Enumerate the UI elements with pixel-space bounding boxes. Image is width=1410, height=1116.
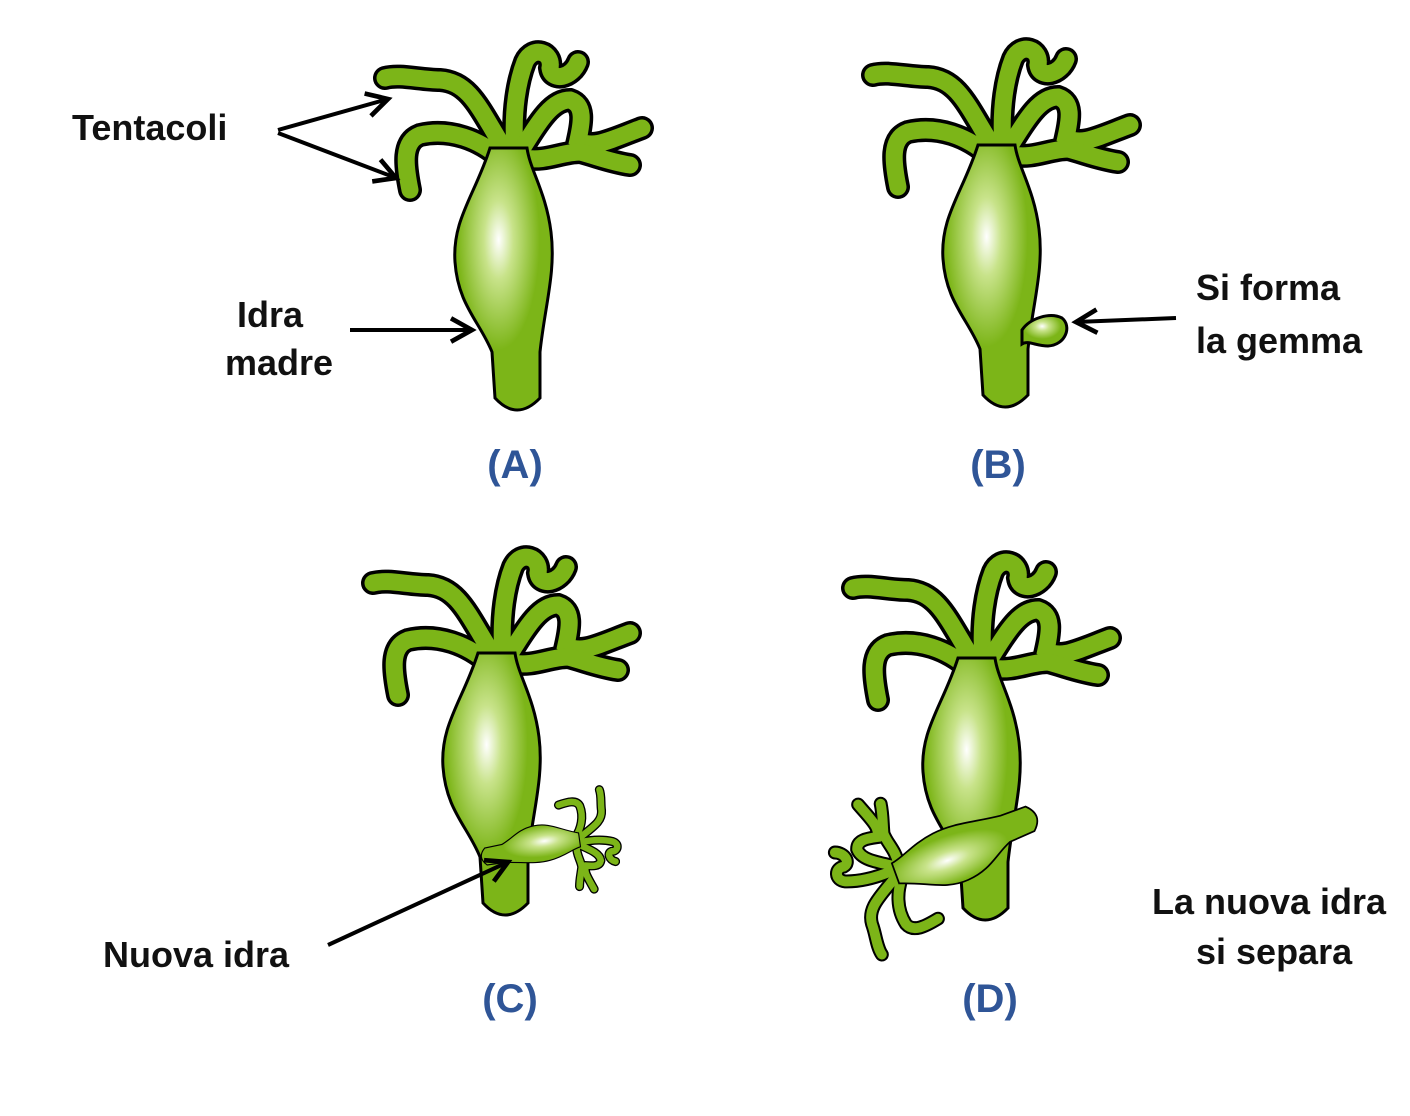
label-mother-2: madre [225, 342, 333, 383]
label-bud-1: Si forma [1196, 267, 1341, 308]
bud [1020, 314, 1069, 348]
pointer-arrows [277, 99, 1177, 947]
hydra-a [385, 52, 642, 410]
label-mother-1: Idra [237, 294, 304, 335]
arrow-tentacle-2 [277, 131, 396, 178]
arrow-new-hydra [327, 862, 508, 947]
label-tentacles: Tentacoli [72, 107, 227, 148]
label-separates-1: La nuova idra [1152, 881, 1387, 922]
arrow-bud [1076, 318, 1177, 322]
label-new-hydra: Nuova idra [103, 934, 290, 975]
arrow-tentacle-1 [277, 99, 388, 132]
hydra-b [873, 49, 1130, 407]
panel-label-a: (A) [487, 443, 543, 487]
panel-label-c: (C) [482, 977, 538, 1021]
label-separates-2: si separa [1196, 931, 1353, 972]
label-bud-2: la gemma [1196, 320, 1363, 361]
panel-label-b: (B) [970, 443, 1026, 487]
panel-label-d: (D) [962, 977, 1018, 1021]
